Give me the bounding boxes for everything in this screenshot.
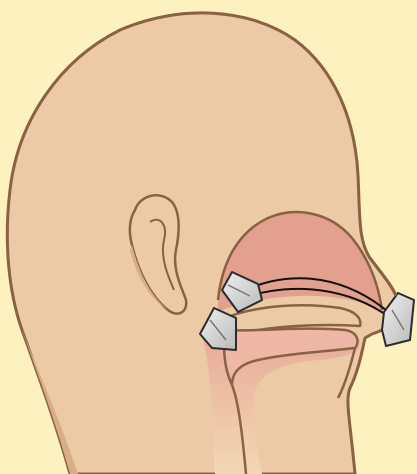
nasal-packing-illustration <box>0 0 417 474</box>
